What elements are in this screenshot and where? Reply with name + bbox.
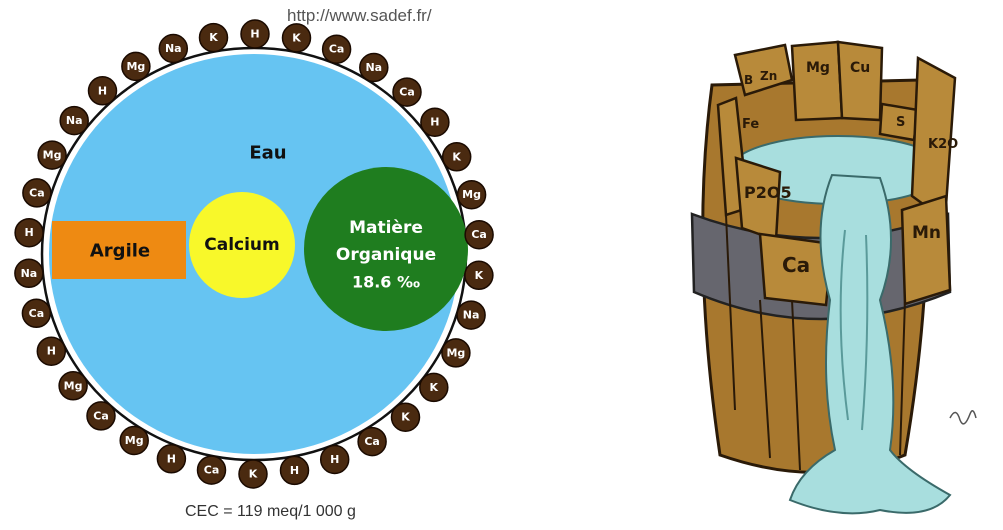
ion-label: K: [475, 269, 484, 282]
ion-label: Mg: [43, 149, 62, 162]
organic-label-line1: Matière: [349, 218, 423, 238]
ion-label: Ca: [29, 186, 45, 199]
ion-label: Ca: [364, 435, 380, 448]
organic-label-line3: 18.6 ‰: [352, 273, 420, 292]
ion-label: K: [209, 31, 218, 44]
ion-ca: Ca: [23, 179, 51, 207]
organic-label-line2: Organique: [336, 245, 436, 265]
ion-na: Na: [159, 35, 187, 63]
ion-k: K: [239, 460, 267, 488]
ion-ca: Ca: [22, 299, 50, 327]
ion-na: Na: [457, 301, 485, 329]
ion-label: H: [330, 453, 339, 466]
ion-label: K: [430, 381, 439, 394]
ion-label: H: [167, 452, 176, 465]
ion-mg: Mg: [120, 427, 148, 455]
ion-label: K: [292, 31, 301, 44]
ion-mg: Mg: [122, 52, 150, 80]
ion-h: H: [15, 219, 43, 247]
stave-label-b: B: [744, 73, 753, 87]
liebig-barrel: Fe B Zn Mg Cu S K2O P2O5 Ca Mn: [692, 42, 976, 513]
ion-label: Mg: [462, 188, 481, 201]
ion-label: H: [24, 226, 33, 239]
colloid-diagram: Eau Argile Calcium Matière Organique 18.…: [15, 20, 493, 488]
ion-k: K: [420, 373, 448, 401]
ion-label: Mg: [125, 434, 144, 447]
stave-label-mg: Mg: [806, 60, 830, 76]
ion-k: K: [392, 403, 420, 431]
stave-label-fe: Fe: [742, 117, 759, 132]
ion-h: H: [157, 445, 185, 473]
stave-mn: [902, 196, 950, 304]
ion-ca: Ca: [87, 402, 115, 430]
calcium-label: Calcium: [204, 235, 280, 255]
ion-ca: Ca: [198, 456, 226, 484]
ion-label: H: [430, 116, 439, 129]
ion-label: Na: [463, 309, 480, 322]
ion-label: Na: [66, 114, 83, 127]
stave-label-cu: Cu: [850, 60, 870, 76]
ion-ca: Ca: [465, 221, 493, 249]
water-label: Eau: [249, 143, 286, 164]
ion-mg: Mg: [59, 372, 87, 400]
ion-label: Ca: [93, 409, 109, 422]
stave-cu-back: [838, 42, 882, 120]
ion-k: K: [443, 143, 471, 171]
ion-label: H: [98, 84, 107, 97]
ion-h: H: [37, 337, 65, 365]
ion-h: H: [321, 446, 349, 474]
ion-h: H: [241, 20, 269, 48]
stave-label-zn: Zn: [760, 69, 777, 83]
ion-k: K: [283, 24, 311, 52]
stave-label-p2o5: P2O5: [744, 183, 792, 202]
ion-label: Ca: [204, 464, 220, 477]
stave-label-k2o: K2O: [928, 137, 958, 152]
ion-mg: Mg: [38, 141, 66, 169]
ion-label: Na: [165, 42, 182, 55]
stave-label-s: S: [896, 115, 905, 130]
ion-h: H: [421, 108, 449, 136]
ion-label: Ca: [471, 228, 487, 241]
ion-h: H: [281, 456, 309, 484]
ion-na: Na: [15, 259, 43, 287]
ion-ca: Ca: [323, 35, 351, 63]
stave-label-mn: Mn: [912, 223, 941, 243]
stave-label-ca: Ca: [782, 253, 810, 277]
ion-label: K: [401, 411, 410, 424]
ion-label: Na: [21, 267, 38, 280]
ion-k: K: [465, 261, 493, 289]
ion-h: H: [89, 77, 117, 105]
ion-na: Na: [360, 54, 388, 82]
ion-label: Mg: [126, 60, 145, 73]
ion-k: K: [200, 24, 228, 52]
ion-ca: Ca: [358, 428, 386, 456]
ion-label: Ca: [29, 307, 45, 320]
ion-na: Na: [60, 107, 88, 135]
ion-label: Ca: [399, 86, 415, 99]
ion-label: Mg: [446, 346, 465, 359]
ion-label: H: [290, 464, 299, 477]
cec-caption: CEC = 119 meq/1 000 g: [185, 503, 356, 521]
ion-label: Mg: [64, 379, 83, 392]
stave-mg-back: [792, 42, 842, 120]
ion-label: K: [249, 468, 258, 481]
ion-ca: Ca: [393, 78, 421, 106]
artist-signature: [950, 411, 976, 424]
ion-mg: Mg: [458, 181, 486, 209]
ion-label: K: [452, 150, 461, 163]
ion-mg: Mg: [442, 339, 470, 367]
ion-label: H: [250, 28, 259, 41]
ion-label: H: [47, 345, 56, 358]
ion-label: Na: [365, 61, 382, 74]
ion-label: Ca: [329, 43, 345, 56]
clay-label: Argile: [90, 241, 150, 262]
